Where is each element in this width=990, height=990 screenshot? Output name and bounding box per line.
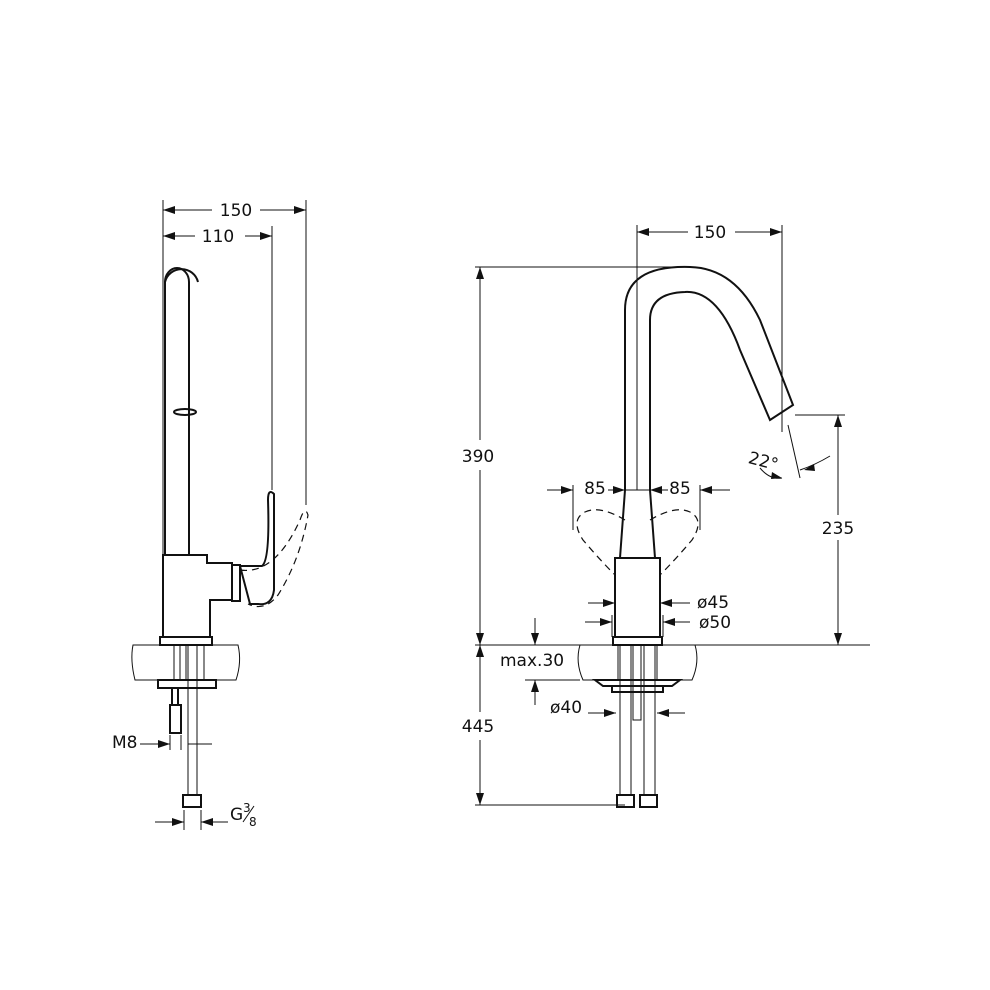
dim-total-depth: 150 bbox=[162, 200, 307, 555]
dim-spout-depth: 110 bbox=[163, 226, 273, 490]
dim-hose-length-label: 445 bbox=[462, 717, 494, 737]
threaded-stud bbox=[632, 644, 642, 721]
mounting-plate bbox=[157, 679, 217, 689]
dim-hose-thread-num: 3 bbox=[243, 801, 251, 815]
spout-tube bbox=[164, 267, 190, 555]
countertop-left bbox=[577, 644, 619, 681]
dim-handle-left-label: 85 bbox=[584, 479, 606, 499]
base-ring bbox=[159, 636, 213, 646]
dim-hose-thread-prefix: G bbox=[230, 805, 243, 825]
dim-max-counter-label: max.30 bbox=[500, 651, 564, 671]
dim-spray-angle-label: 22° bbox=[746, 448, 780, 475]
dim-handle-right-label: 85 bbox=[669, 479, 691, 499]
mounting-plate bbox=[592, 679, 683, 687]
dim-body-diameter-label: ø45 bbox=[697, 593, 729, 613]
dim-spout-depth-label: 110 bbox=[202, 227, 234, 247]
dim-hole-diameter-label: ø40 bbox=[550, 698, 582, 718]
spout-ring bbox=[173, 408, 197, 416]
body bbox=[614, 557, 661, 638]
countertop-left bbox=[131, 644, 175, 681]
hose-right bbox=[643, 644, 656, 796]
base-ring bbox=[612, 636, 663, 646]
hose-nut-right bbox=[639, 794, 658, 808]
dim-spout-reach-label: 150 bbox=[694, 223, 726, 243]
hose-nut-left bbox=[616, 794, 635, 808]
dim-outlet-height-label: 235 bbox=[822, 519, 854, 539]
dim-base-diameter-label: ø50 bbox=[699, 613, 731, 633]
hose-nut bbox=[182, 794, 202, 808]
countertop-right bbox=[656, 644, 698, 681]
threaded-stud bbox=[169, 704, 182, 734]
hose-left bbox=[619, 644, 632, 796]
front-view: 150 85 85 22° 235 390 bbox=[462, 223, 870, 808]
countertop-right bbox=[203, 644, 241, 681]
hose bbox=[187, 644, 198, 796]
handle-open-position bbox=[239, 510, 309, 608]
body bbox=[162, 554, 233, 638]
dim-height-label: 390 bbox=[462, 447, 494, 467]
side-view: 150 110 bbox=[112, 200, 309, 830]
handle-left-swing bbox=[576, 509, 626, 576]
gooseneck-spout bbox=[624, 265, 795, 490]
dim-total-depth-label: 150 bbox=[220, 201, 252, 221]
dim-hose-thread-den: 8 bbox=[249, 815, 257, 829]
dim-stud-thread-label: M8 bbox=[112, 733, 137, 753]
handle-right-swing bbox=[649, 509, 699, 576]
handle bbox=[238, 491, 276, 606]
